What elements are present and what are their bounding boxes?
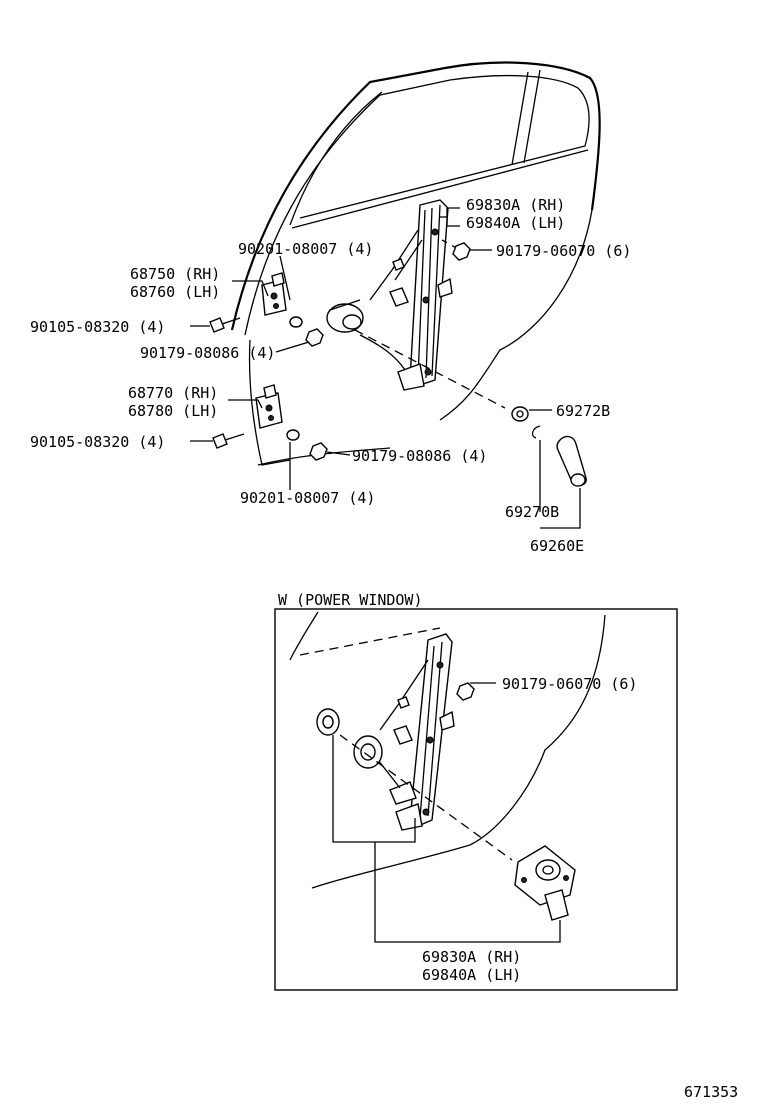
lower-bolt-label: 90105-08320 (4) xyxy=(30,433,165,451)
upper-hinge xyxy=(261,272,287,316)
upper-bolt-label: 90105-08320 (4) xyxy=(30,318,165,336)
lower-nut xyxy=(309,442,328,461)
upper-nut xyxy=(305,328,324,347)
lower-bolt xyxy=(212,433,245,449)
regulator-bolt-label: 90179-06070 (6) xyxy=(496,242,631,260)
upper-bolt xyxy=(209,317,241,333)
pw-regulator-label-rh: 69830A (RH) xyxy=(422,948,521,966)
upper-nut-label: 90179-08086 (4) xyxy=(140,344,275,362)
handle-assy-label: 69260E xyxy=(530,537,584,555)
power-window-title: W (POWER WINDOW) xyxy=(278,591,423,609)
lower-washer xyxy=(286,429,300,441)
pw-regulator-drum xyxy=(353,735,383,769)
power-window-frame xyxy=(274,608,678,991)
lower-nut-label: 90179-08086 (4) xyxy=(352,447,487,465)
handle-plate xyxy=(511,406,529,422)
handle-plate-label: 69272B xyxy=(556,402,610,420)
figure-number: 671353 xyxy=(684,1083,738,1101)
lower-hinge-lh-label: 68780 (LH) xyxy=(128,402,218,420)
handle-clip xyxy=(531,425,541,439)
upper-hinge-lh-label: 68760 (LH) xyxy=(130,283,220,301)
pw-regulator-label-lh: 69840A (LH) xyxy=(422,966,521,984)
upper-leader-lines xyxy=(190,207,581,529)
pw-regulator-bolt xyxy=(456,682,475,701)
window-handle xyxy=(556,435,587,487)
upper-labels: 69830A (RH) 69840A (LH) 90179-06070 (6) … xyxy=(30,196,631,555)
regulator-label-lh: 69840A (LH) xyxy=(466,214,565,232)
handle-axis-line xyxy=(354,329,506,409)
lower-hinge xyxy=(255,384,283,429)
lower-leader-lines xyxy=(332,682,561,943)
window-regulator-manual xyxy=(359,199,453,391)
regulator-bolt xyxy=(452,242,471,261)
upper-washer xyxy=(289,316,303,328)
lower-hinge-rh-label: 68770 (RH) xyxy=(128,384,218,402)
upper-washer-label: 90201-08007 (4) xyxy=(238,240,373,258)
pw-window-regulator xyxy=(377,633,455,831)
handle-clip-label: 69270B xyxy=(505,503,559,521)
pw-motor-axis-line xyxy=(339,734,513,861)
pw-regulator-bolt-label: 90179-06070 (6) xyxy=(502,675,637,693)
lower-washer-label: 90201-08007 (4) xyxy=(240,489,375,507)
pw-motor-gear xyxy=(316,708,340,736)
lower-labels: 90179-06070 (6) 69830A (RH) 69840A (LH) xyxy=(422,675,637,984)
regulator-hub xyxy=(326,299,364,333)
pw-regulator-motor xyxy=(514,845,576,921)
upper-hinge-rh-label: 68750 (RH) xyxy=(130,265,220,283)
regulator-label-rh: 69830A (RH) xyxy=(466,196,565,214)
door-outline xyxy=(230,61,601,466)
pw-door-outline xyxy=(289,611,606,889)
